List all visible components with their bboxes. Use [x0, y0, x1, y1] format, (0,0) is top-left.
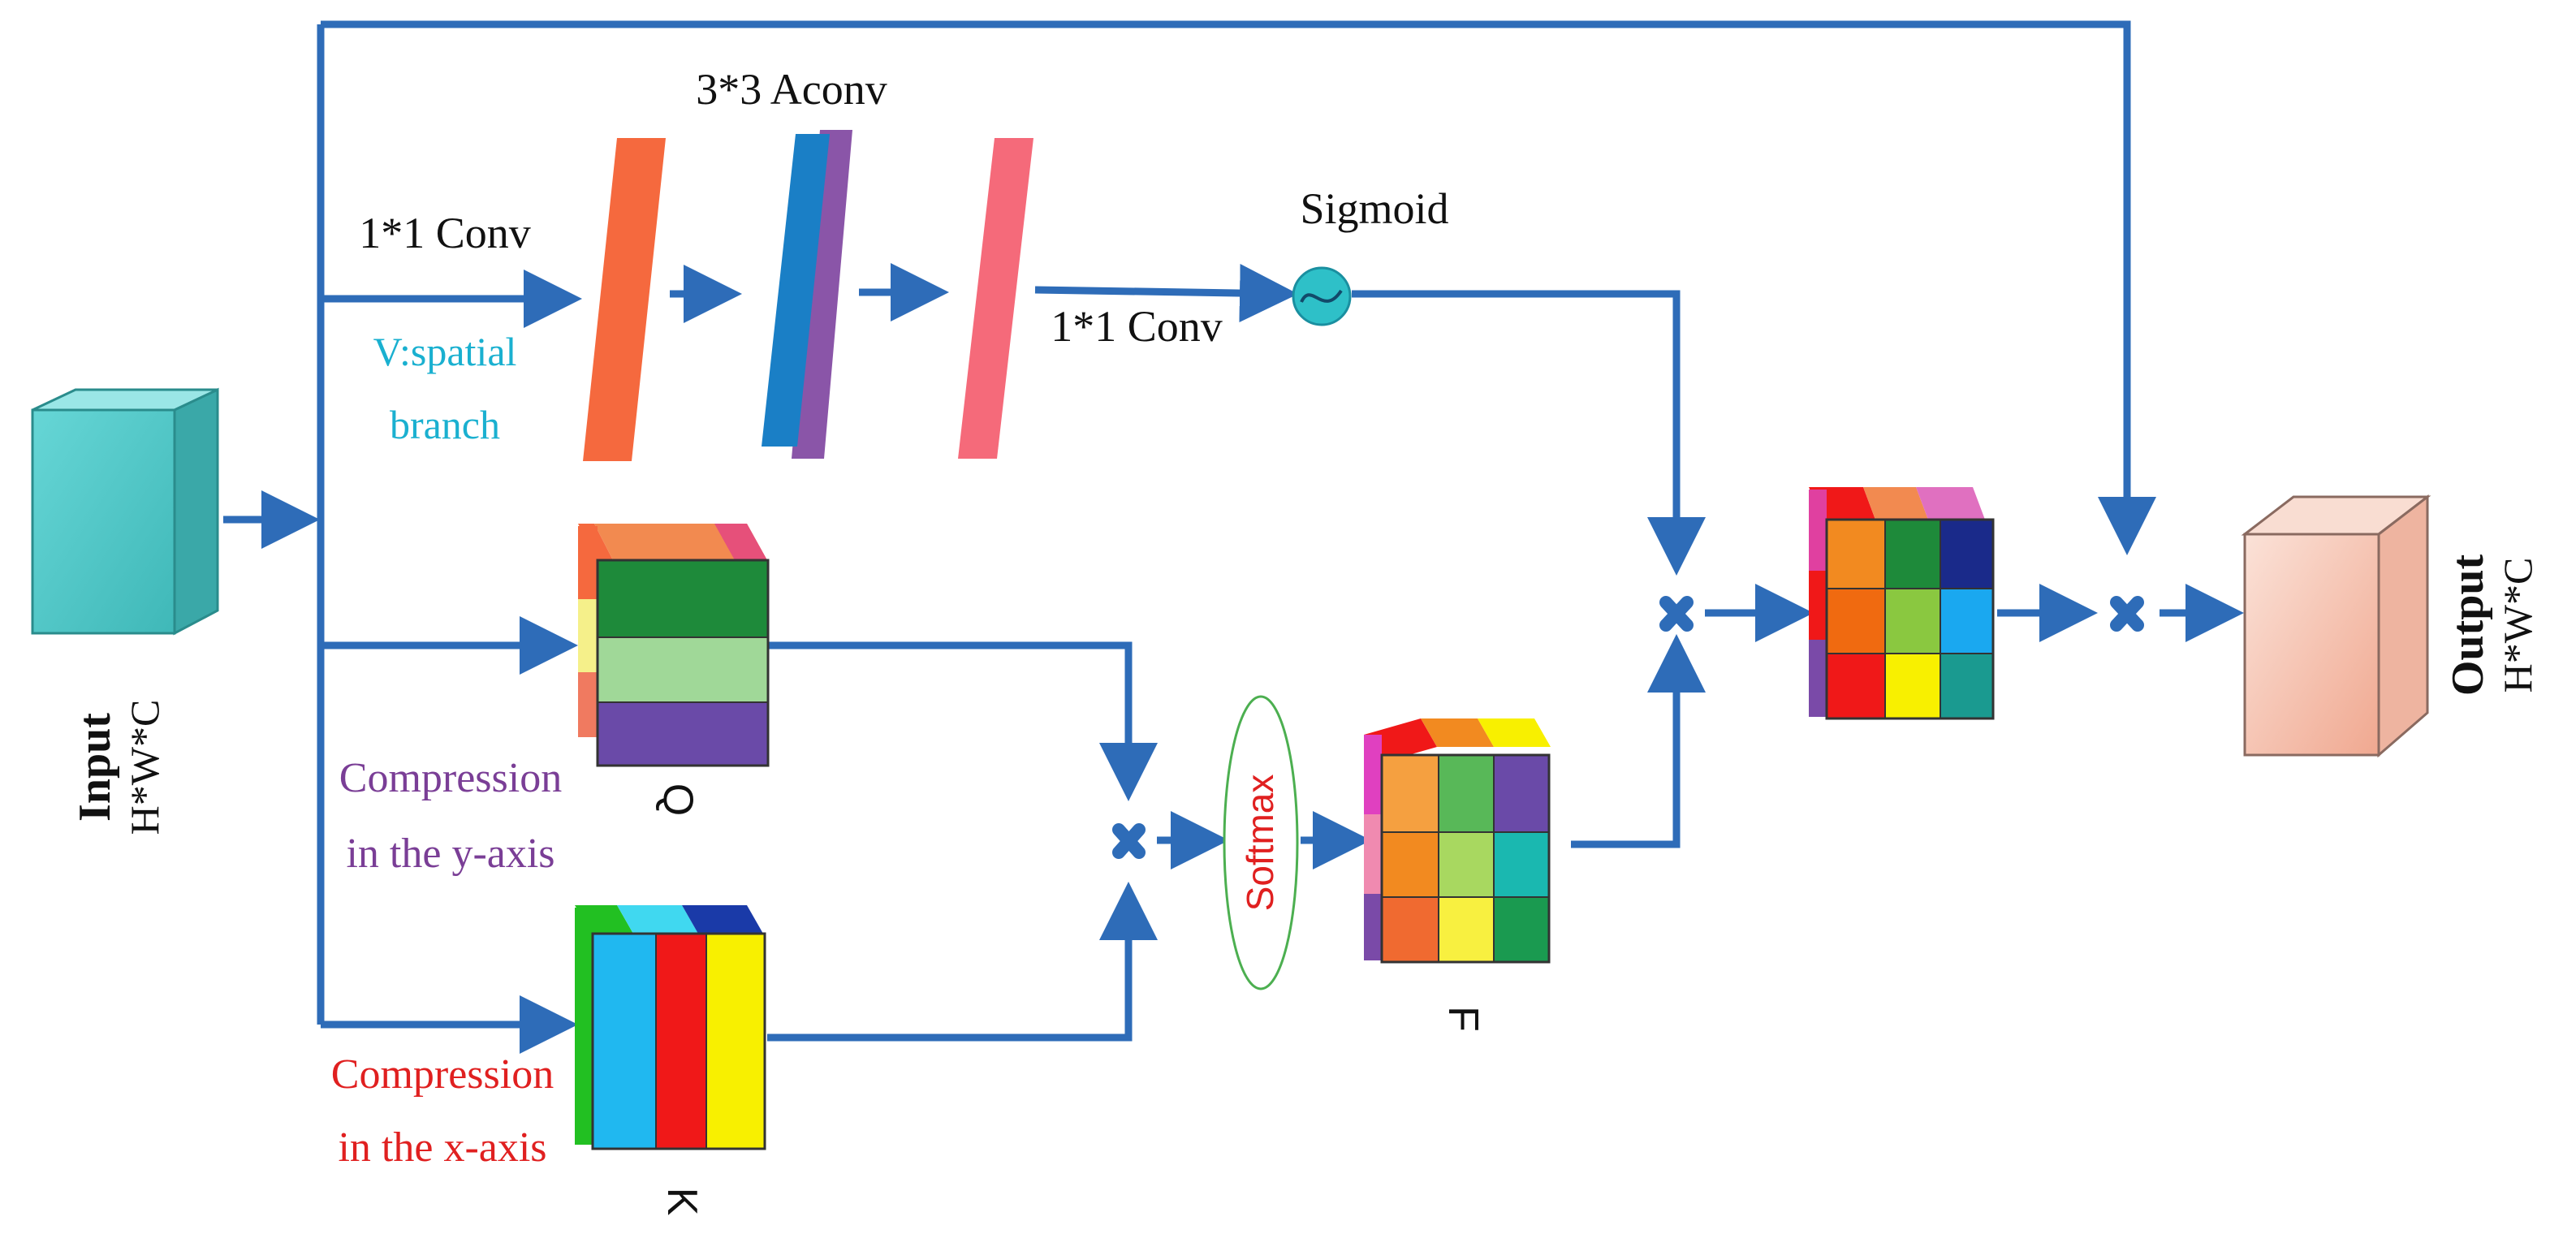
comp-x-line2: in the x-axis	[338, 1124, 546, 1171]
multiply-icon	[1112, 823, 1146, 859]
branch-label-line2: branch	[390, 402, 500, 447]
multiply-icon	[1659, 596, 1694, 632]
output-dims: H*W*C	[2495, 558, 2540, 693]
conv2-layer	[958, 138, 1033, 459]
arrow-conv-to-sigmoid	[1034, 264, 1298, 322]
k-cube	[575, 905, 766, 1150]
comp-y-line1: Compression	[339, 755, 562, 801]
softmax-label: Softmax	[1239, 775, 1281, 912]
aconv-label: 3*3 Aconv	[696, 65, 887, 114]
branch-label-line1: V:spatial	[373, 329, 517, 374]
comp-y-line2: in the y-axis	[346, 831, 554, 877]
conv1-layer-shape	[583, 138, 666, 461]
arrow-sigmoid-to-mult	[1352, 290, 1706, 576]
softmax-ellipse	[1223, 695, 1299, 990]
q-cube	[578, 524, 770, 767]
q-label: Q	[654, 783, 701, 816]
output-cube	[2241, 494, 2431, 758]
arrow-f-to-mult	[1571, 634, 1706, 848]
sigmoid-icon	[1292, 266, 1352, 326]
input-cube	[31, 387, 219, 636]
multiply-icon	[2110, 596, 2144, 632]
skip-connection	[321, 20, 2156, 555]
arrow-q-to-mult	[767, 641, 1158, 801]
aconv-back-layer	[792, 130, 852, 459]
input-title: Input	[70, 713, 120, 822]
f-cube	[1364, 718, 1551, 964]
sigmoid-label: Sigmoid	[1300, 184, 1448, 233]
f-label: F	[1439, 1006, 1486, 1032]
output-title: Output	[2443, 554, 2493, 697]
attention-cube	[1809, 487, 1995, 720]
aconv-front-layer	[762, 134, 830, 447]
connector-lines	[223, 20, 2244, 1054]
input-dims: H*W*C	[122, 700, 167, 835]
arrow-k-to-mult	[767, 882, 1158, 1042]
comp-x-line1: Compression	[331, 1051, 554, 1098]
k-label: K	[658, 1188, 705, 1216]
conv1-bottom-label: 1*1 Conv	[1051, 302, 1223, 351]
conv1-top-label: 1*1 Conv	[359, 209, 531, 257]
